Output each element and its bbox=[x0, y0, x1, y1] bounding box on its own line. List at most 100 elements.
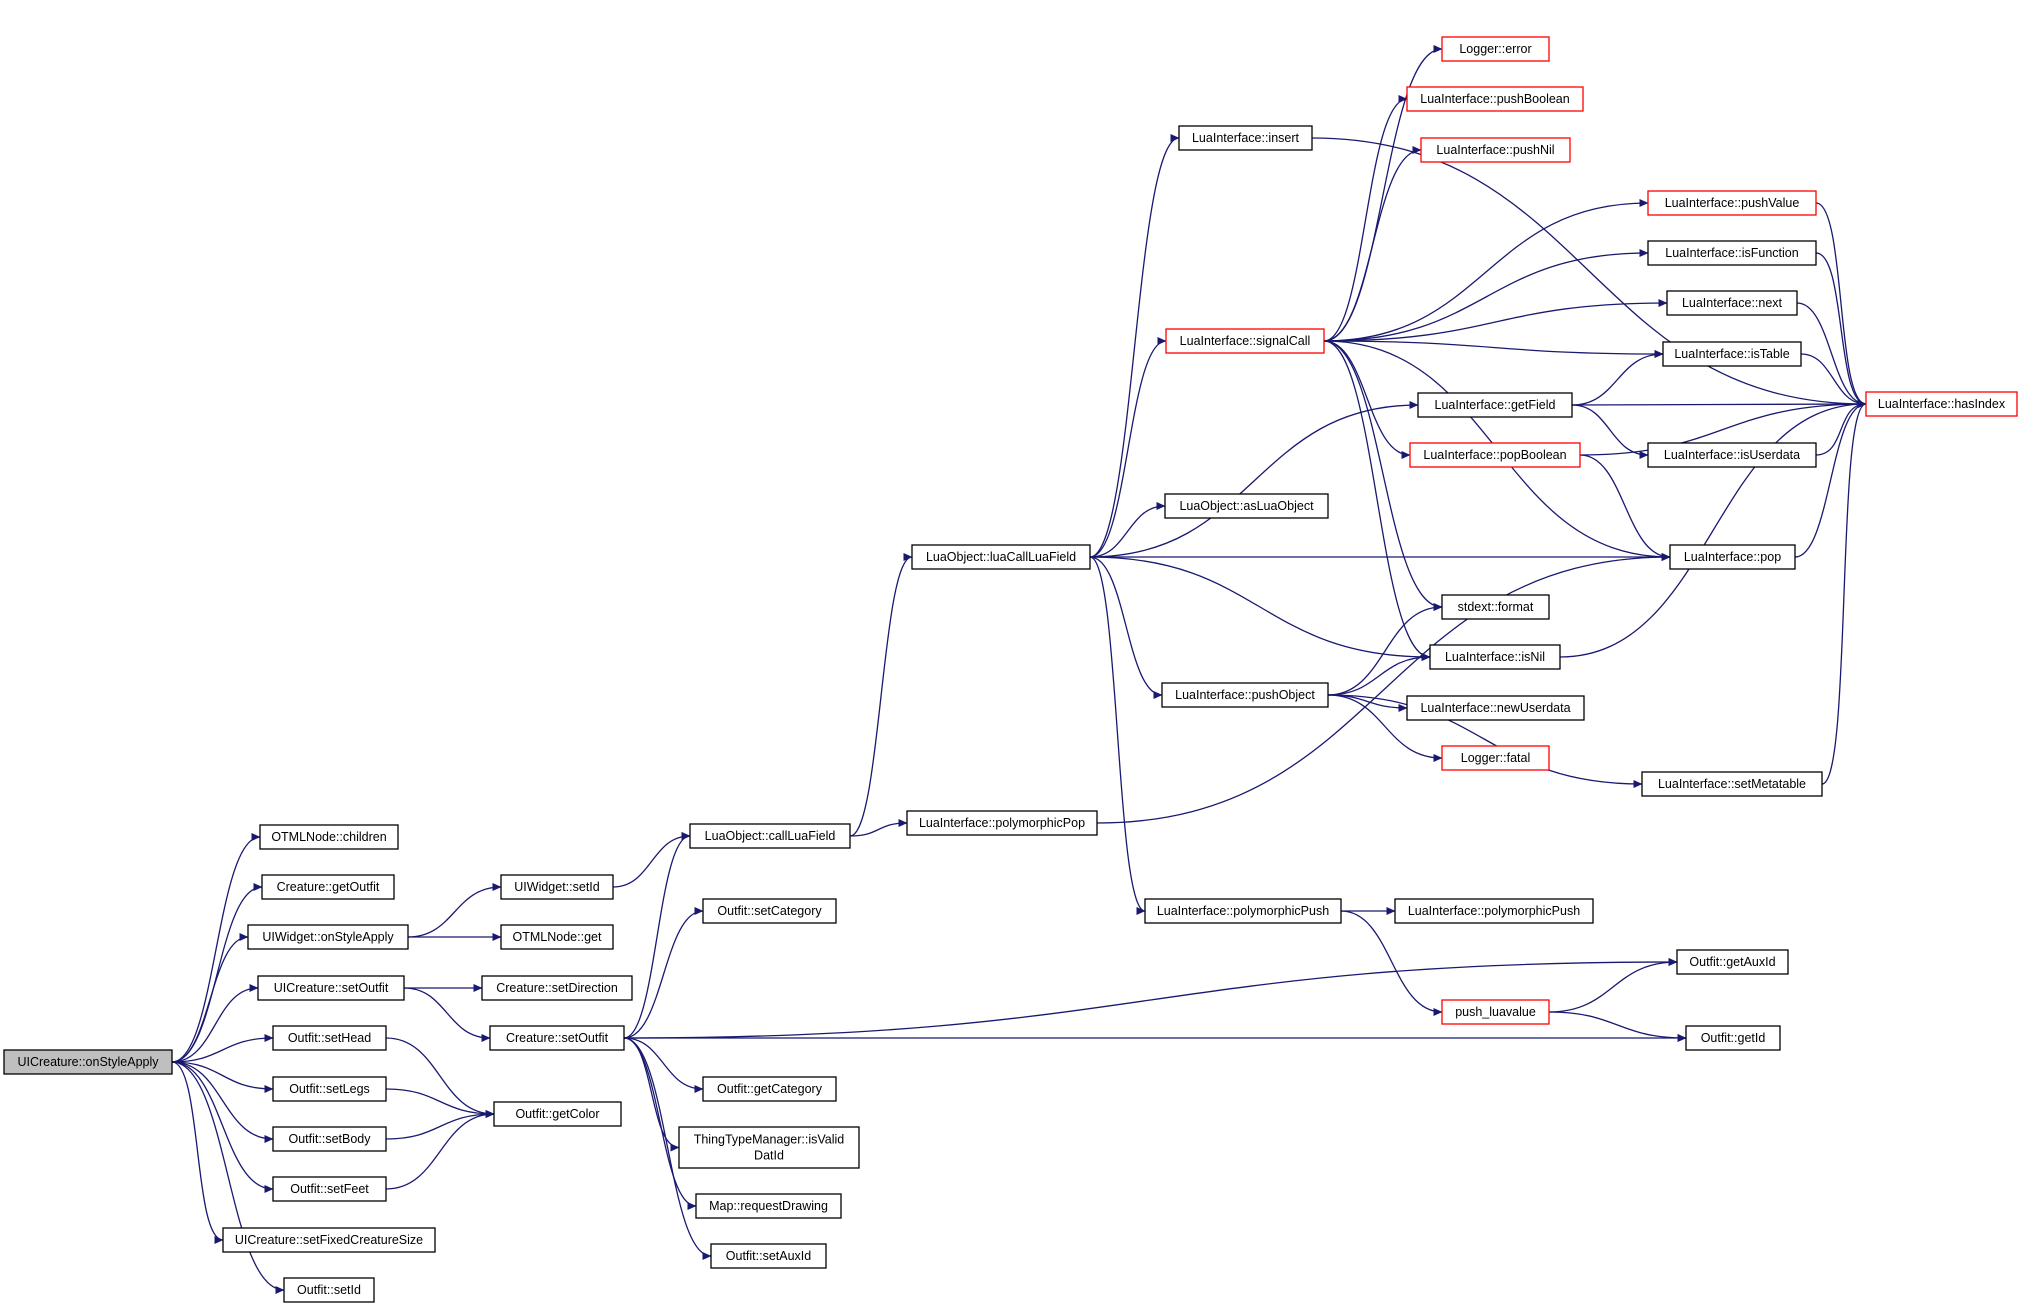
node-luaobject-callluafield[interactable]: LuaObject::callLuaField bbox=[689, 823, 851, 849]
node-label: Map::requestDrawing bbox=[709, 1199, 828, 1213]
edge-creature_setoutfit-to-luaobject_callluafield bbox=[623, 832, 691, 1039]
node-luainterface-insert[interactable]: LuaInterface::insert bbox=[1178, 125, 1313, 151]
node-box bbox=[481, 975, 633, 1001]
node-luainterface-newuserdata[interactable]: LuaInterface::newUserdata bbox=[1406, 695, 1585, 721]
node-luainterface-pushvalue[interactable]: LuaInterface::pushValue bbox=[1647, 190, 1817, 216]
node-outfit-setauxid[interactable]: Outfit::setAuxId bbox=[710, 1243, 827, 1269]
edge-root-to-outfit_setfeet bbox=[171, 1061, 274, 1194]
edge-luainterface_polymorphicpush1-to-push_luavalue bbox=[1340, 910, 1443, 1017]
node-uiwidget-setid[interactable]: UIWidget::setId bbox=[500, 874, 614, 900]
node-uicreature-setfixed[interactable]: UICreature::setFixedCreatureSize bbox=[222, 1227, 436, 1253]
node-outfit-getid[interactable]: Outfit::getId bbox=[1685, 1025, 1781, 1051]
node-box bbox=[911, 544, 1091, 570]
node-uiwidget-onstyleapply[interactable]: UIWidget::onStyleApply bbox=[247, 924, 409, 950]
node-luainterface-next[interactable]: LuaInterface::next bbox=[1666, 290, 1798, 316]
edge-luaobject_luacallluafield-to-luainterface_pushobject bbox=[1089, 556, 1163, 700]
node-luainterface-pop[interactable]: LuaInterface::pop bbox=[1669, 544, 1796, 570]
node-label: LuaInterface::pop bbox=[1684, 550, 1781, 564]
node-label: Outfit::getAuxId bbox=[1689, 955, 1775, 969]
edge-luainterface_pushobject-to-stdext_format bbox=[1327, 602, 1443, 696]
node-label: LuaInterface::pushValue bbox=[1665, 196, 1800, 210]
node-box bbox=[272, 1176, 387, 1202]
node-label: LuaInterface::isUserdata bbox=[1664, 448, 1800, 462]
node-root[interactable]: UICreature::onStyleApply bbox=[3, 1049, 173, 1075]
node-luainterface-polymorphicpop[interactable]: LuaInterface::polymorphicPop bbox=[906, 810, 1098, 836]
edge-creature_setoutfit-to-outfit_setauxid bbox=[623, 1037, 712, 1261]
node-outfit-setfeet[interactable]: Outfit::setFeet bbox=[272, 1176, 387, 1202]
node-luainterface-istable[interactable]: LuaInterface::isTable bbox=[1662, 341, 1802, 367]
node-luainterface-popboolean[interactable]: LuaInterface::popBoolean bbox=[1409, 442, 1581, 468]
node-otml-children[interactable]: OTMLNode::children bbox=[259, 824, 399, 850]
node-uicreature-setoutfit[interactable]: UICreature::setOutfit bbox=[257, 975, 405, 1001]
node-label: UICreature::setOutfit bbox=[274, 981, 389, 995]
node-luainterface-isuserdata[interactable]: LuaInterface::isUserdata bbox=[1647, 442, 1817, 468]
edge-luainterface_next-to-luainterface_hasindex bbox=[1796, 302, 1867, 409]
edge-root-to-outfit_sethead bbox=[171, 1033, 274, 1063]
node-creature-getoutfit[interactable]: Creature::getOutfit bbox=[261, 874, 395, 900]
node-outfit-getcategory[interactable]: Outfit::getCategory bbox=[702, 1076, 837, 1102]
node-luainterface-setmetatable[interactable]: LuaInterface::setMetatable bbox=[1641, 771, 1823, 797]
node-outfit-getauxid[interactable]: Outfit::getAuxId bbox=[1676, 949, 1789, 975]
node-luainterface-isfunction[interactable]: LuaInterface::isFunction bbox=[1647, 240, 1817, 266]
node-luaobject-luacallluafield[interactable]: LuaObject::luaCallLuaField bbox=[911, 544, 1091, 570]
node-box bbox=[247, 924, 409, 950]
node-creature-setdirection[interactable]: Creature::setDirection bbox=[481, 975, 633, 1001]
edge-root-to-otml_children bbox=[171, 832, 261, 1063]
node-label: Outfit::setFeet bbox=[290, 1182, 369, 1196]
edge-luaobject_luacallluafield-to-luainterface_polymorphicpush1 bbox=[1089, 556, 1146, 915]
node-box bbox=[3, 1049, 173, 1075]
edge-luainterface_pushobject-to-luainterface_setmetatable bbox=[1327, 694, 1643, 789]
node-box bbox=[1178, 125, 1313, 151]
node-box bbox=[272, 1126, 387, 1152]
node-luaobject-asluaobject[interactable]: LuaObject::asLuaObject bbox=[1164, 493, 1329, 519]
node-box bbox=[1409, 442, 1581, 468]
node-box bbox=[257, 975, 405, 1001]
node-outfit-setid[interactable]: Outfit::setId bbox=[283, 1277, 375, 1303]
edge-luainterface_pushobject-to-luainterface_isnil bbox=[1327, 652, 1431, 696]
node-luainterface-signalcall[interactable]: LuaInterface::signalCall bbox=[1165, 328, 1325, 354]
node-outfit-setlegs[interactable]: Outfit::setLegs bbox=[272, 1076, 387, 1102]
edge-luaobject_callluafield-to-luainterface_polymorphicpop bbox=[849, 818, 908, 837]
edge-luainterface_popboolean-to-luainterface_pop bbox=[1579, 454, 1671, 562]
node-box bbox=[1441, 745, 1550, 771]
node-luainterface-pushobject[interactable]: LuaInterface::pushObject bbox=[1161, 682, 1329, 708]
edge-uicreature_setoutfit-to-creature_setoutfit bbox=[403, 987, 491, 1043]
node-box bbox=[1406, 695, 1585, 721]
node-creature-setoutfit[interactable]: Creature::setOutfit bbox=[489, 1025, 625, 1051]
node-label: LuaInterface::signalCall bbox=[1180, 334, 1311, 348]
node-logger-error[interactable]: Logger::error bbox=[1441, 36, 1550, 62]
node-logger-fatal[interactable]: Logger::fatal bbox=[1441, 745, 1550, 771]
node-box bbox=[1165, 328, 1325, 354]
node-luainterface-hasindex[interactable]: LuaInterface::hasIndex bbox=[1865, 391, 2018, 417]
node-otml-get[interactable]: OTMLNode::get bbox=[500, 924, 614, 950]
node-luainterface-polymorphicpush1[interactable]: LuaInterface::polymorphicPush bbox=[1144, 898, 1342, 924]
node-outfit-setbody[interactable]: Outfit::setBody bbox=[272, 1126, 387, 1152]
node-luainterface-polymorphicpush2[interactable]: LuaInterface::polymorphicPush bbox=[1394, 898, 1594, 924]
edge-luainterface_pushvalue-to-luainterface_hasindex bbox=[1815, 202, 1867, 408]
node-push-luavalue[interactable]: push_luavalue bbox=[1441, 999, 1550, 1025]
node-map-requestdrawing[interactable]: Map::requestDrawing bbox=[695, 1193, 842, 1219]
node-stdext-format[interactable]: stdext::format bbox=[1441, 594, 1550, 620]
node-outfit-setcategory[interactable]: Outfit::setCategory bbox=[702, 898, 837, 924]
node-luainterface-getfield[interactable]: LuaInterface::getField bbox=[1417, 392, 1573, 418]
node-box bbox=[1647, 442, 1817, 468]
node-label: stdext::format bbox=[1458, 600, 1534, 614]
node-luainterface-pushnil[interactable]: LuaInterface::pushNil bbox=[1420, 137, 1571, 163]
node-outfit-sethead[interactable]: Outfit::setHead bbox=[272, 1025, 387, 1051]
node-label: LuaInterface::insert bbox=[1192, 131, 1300, 145]
node-luainterface-pushboolean[interactable]: LuaInterface::pushBoolean bbox=[1406, 86, 1584, 112]
node-label: Outfit::setLegs bbox=[289, 1082, 370, 1096]
node-box bbox=[678, 1126, 860, 1169]
node-box bbox=[1641, 771, 1823, 797]
edge-luainterface_signalcall-to-luainterface_pushboolean bbox=[1323, 94, 1408, 342]
node-luainterface-isnil[interactable]: LuaInterface::isNil bbox=[1429, 644, 1561, 670]
node-label: UIWidget::setId bbox=[514, 880, 599, 894]
edge-uiwidget_setid-to-luaobject_callluafield bbox=[612, 831, 691, 888]
edge-luainterface_istable-to-luainterface_hasindex bbox=[1800, 353, 1867, 409]
node-label: Outfit::getColor bbox=[515, 1107, 599, 1121]
edge-luainterface_signalcall-to-luainterface_pushvalue bbox=[1323, 198, 1649, 342]
node-outfit-getcolor[interactable]: Outfit::getColor bbox=[493, 1101, 622, 1127]
node-box bbox=[1429, 644, 1561, 670]
